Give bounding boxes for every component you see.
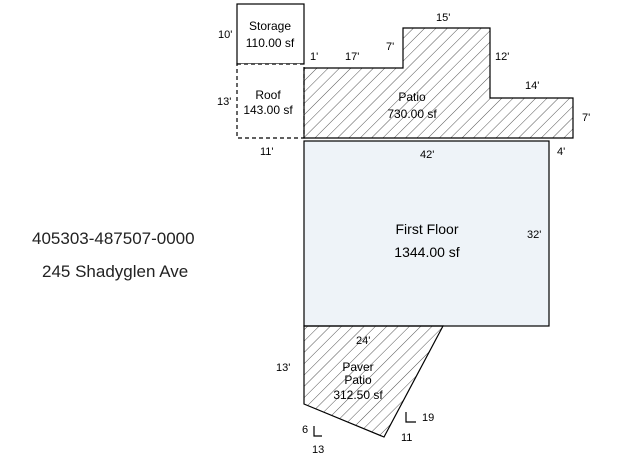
roof-label: Roof bbox=[255, 88, 281, 102]
patio-sf: 730.00 sf bbox=[387, 107, 437, 121]
dim-patio-step2: 7' bbox=[386, 41, 394, 53]
parcel-id: 405303-487507-0000 bbox=[32, 229, 195, 248]
dim-floor-top: 42' bbox=[420, 149, 434, 161]
paver-patio-sf: 312.50 sf bbox=[333, 388, 383, 402]
dim-patio-right2: 7' bbox=[582, 112, 590, 124]
paver-patio-label-1: Paver bbox=[342, 360, 373, 374]
dim-patio-top2: 15' bbox=[436, 12, 450, 24]
parcel-address: 245 Shadyglen Ave bbox=[42, 262, 189, 281]
storage-sf: 110.00 sf bbox=[246, 36, 295, 50]
first-floor-sf: 1344.00 sf bbox=[394, 244, 459, 260]
dim-paver-corner-a: 6 bbox=[302, 424, 308, 436]
dim-roof-side: 13' bbox=[217, 96, 231, 108]
dim-paver-corner-c: 19 bbox=[422, 412, 434, 424]
paver-patio-area bbox=[303, 325, 444, 438]
dim-paver-corner-b: 13 bbox=[312, 444, 324, 456]
storage-area bbox=[236, 3, 305, 65]
dim-paver-top: 24' bbox=[356, 335, 370, 347]
dim-paver-left: 13' bbox=[276, 362, 290, 374]
dim-floor-right: 32' bbox=[527, 229, 541, 241]
paver-corner-mark-right bbox=[405, 412, 416, 423]
first-floor-area bbox=[303, 140, 550, 327]
first-floor-label: First Floor bbox=[396, 221, 459, 237]
roof-area bbox=[236, 63, 305, 139]
dim-paver-corner-d: 11 bbox=[401, 432, 412, 444]
storage-label: Storage bbox=[249, 19, 291, 33]
dim-patio-right1: 12' bbox=[495, 51, 509, 63]
paver-patio-label-2: Patio bbox=[344, 373, 372, 387]
dim-patio-top3: 14' bbox=[525, 80, 539, 92]
dim-storage-side: 10' bbox=[218, 29, 232, 41]
patio-label: Patio bbox=[398, 90, 426, 104]
dim-floor-step: 4' bbox=[557, 146, 565, 158]
dim-roof-bottom: 11' bbox=[260, 146, 274, 158]
dim-patio-top1: 17' bbox=[345, 51, 359, 63]
roof-sf: 143.00 sf bbox=[243, 103, 293, 117]
patio-area bbox=[303, 27, 574, 139]
paver-corner-mark-left bbox=[313, 426, 322, 437]
dim-patio-step1: 1' bbox=[310, 51, 318, 63]
